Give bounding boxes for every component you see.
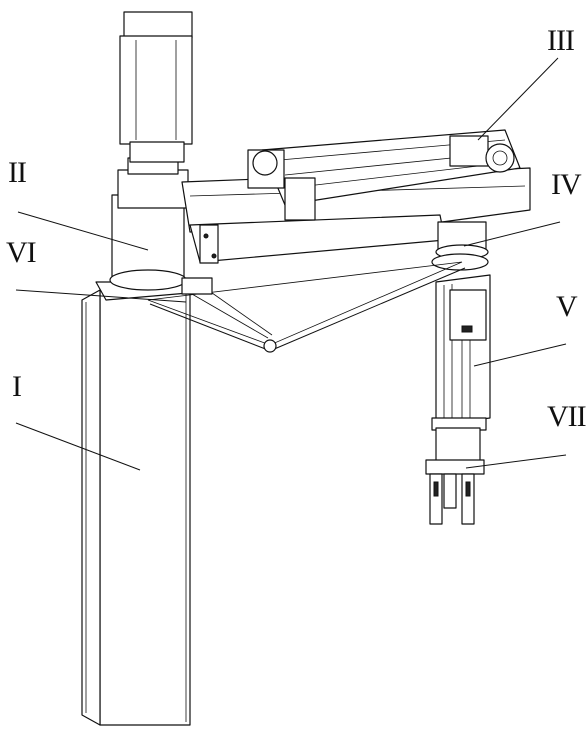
column-body <box>81 289 191 726</box>
label-V: V <box>556 290 578 323</box>
linear-module <box>247 129 521 221</box>
triangle-brace <box>147 261 466 353</box>
leader-V <box>473 343 567 367</box>
top-motor <box>119 11 193 163</box>
label-IV: IV <box>551 168 582 201</box>
rotary-joint <box>109 157 189 291</box>
label-VI: VI <box>6 236 37 269</box>
leader-III <box>477 57 559 141</box>
leader-VI <box>15 289 187 303</box>
label-VII: VII <box>547 400 587 433</box>
gripper <box>425 427 485 525</box>
leader-I <box>15 422 141 471</box>
label-III: III <box>547 24 575 57</box>
leader-VII <box>465 454 567 469</box>
leader-II <box>17 211 149 251</box>
label-II: II <box>8 156 27 189</box>
vertical-module <box>431 274 491 431</box>
label-I: I <box>12 370 22 403</box>
leader-IV <box>463 221 561 247</box>
